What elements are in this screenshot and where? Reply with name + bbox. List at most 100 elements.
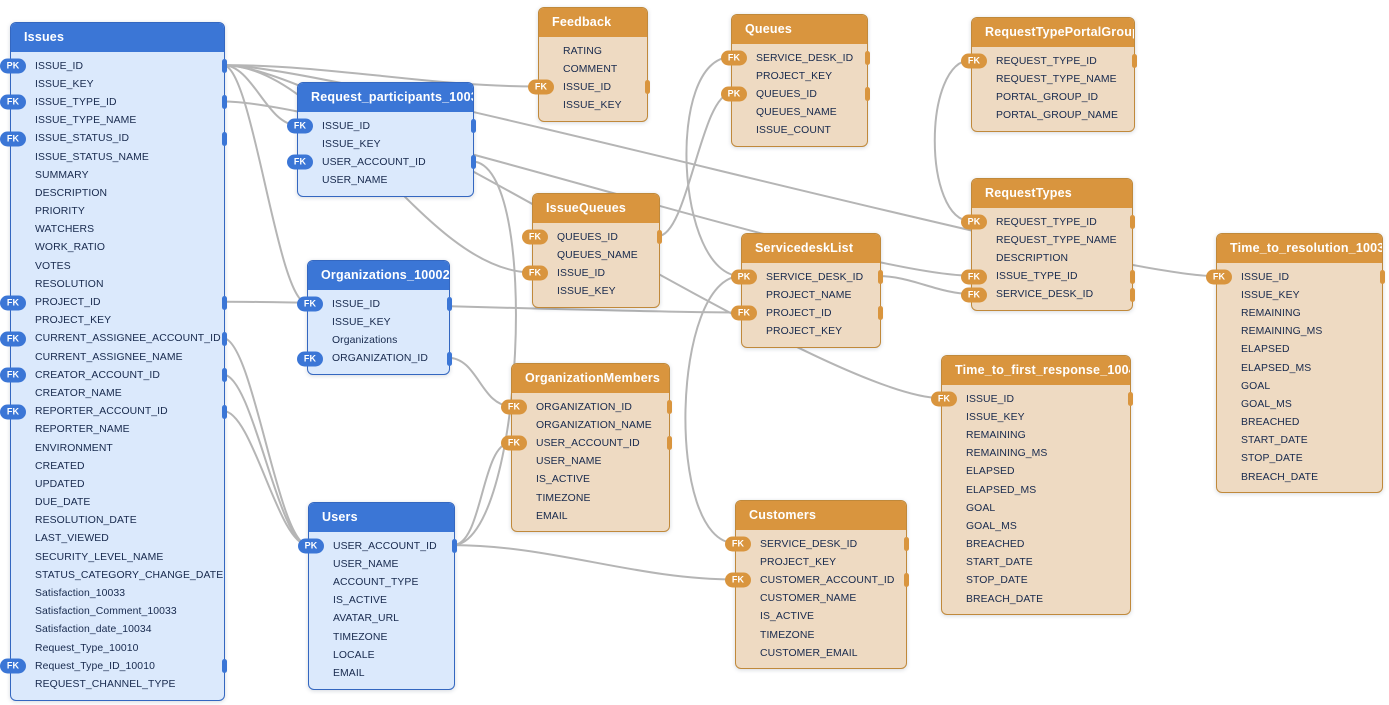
fk-badge: FK: [0, 295, 26, 311]
table-row: ISSUE_STATUS_NAME: [11, 148, 224, 166]
table-title[interactable]: Organizations_10002: [308, 261, 449, 290]
table-row: ISSUE_TYPE_NAME: [11, 112, 224, 130]
table-row: ISSUE_KEY: [308, 313, 449, 331]
table-row: WATCHERS: [11, 221, 224, 239]
table-title[interactable]: Request_participants_10032: [298, 83, 473, 112]
table-row: BREACH_DATE: [1217, 468, 1382, 486]
table-title[interactable]: Feedback: [539, 8, 647, 37]
column-name: ISSUE_KEY: [557, 286, 616, 298]
table-row: WORK_RATIO: [11, 239, 224, 257]
fk-badge: FK: [731, 305, 757, 321]
fk-badge: FK: [961, 53, 987, 69]
column-name: ISSUE_KEY: [322, 138, 381, 150]
table-row: BREACH_DATE: [942, 590, 1130, 608]
column-name: CURRENT_ASSIGNEE_NAME: [35, 351, 183, 363]
table-title[interactable]: Time_to_first_response_10040: [942, 356, 1130, 385]
table-row: CUSTOMER_EMAIL: [736, 644, 906, 662]
column-name: QUEUES_ID: [756, 88, 817, 100]
column-name: QUEUES_ID: [557, 231, 618, 243]
column-name: Satisfaction_10033: [35, 588, 126, 600]
column-name: BREACHED: [966, 539, 1025, 551]
table-row: PRIORITY: [11, 203, 224, 221]
table-row: ISSUE_KEY: [942, 408, 1130, 426]
connection-marker: [1130, 269, 1135, 284]
connection-line: [878, 275, 972, 295]
table-title[interactable]: Queues: [732, 15, 867, 44]
table-row: ELAPSED_MS: [942, 481, 1130, 499]
table-row: ACCOUNT_TYPE: [309, 573, 454, 591]
table-row: RATING: [539, 42, 647, 60]
table-row: QUEUES_NAME: [533, 246, 659, 264]
table-title[interactable]: Time_to_resolution_10039: [1217, 234, 1382, 263]
table-row: BREACHED: [1217, 414, 1382, 432]
fk-badge: FK: [522, 265, 548, 281]
column-name: ELAPSED: [1241, 344, 1290, 356]
table-title[interactable]: RequestTypes: [972, 179, 1132, 208]
table-row: GOAL: [942, 499, 1130, 517]
column-name: RESOLUTION: [35, 278, 104, 290]
column-name: PROJECT_NAME: [766, 289, 852, 301]
table-row: LOCALE: [309, 646, 454, 664]
connection-line: [222, 64, 308, 305]
table-title[interactable]: RequestTypePortalGroups: [972, 18, 1134, 47]
connection-marker: [878, 270, 883, 285]
column-name: QUEUES_NAME: [756, 107, 837, 119]
column-name: QUEUES_NAME: [557, 249, 638, 261]
column-name: ORGANIZATION_ID: [536, 401, 632, 413]
column-name: CUSTOMER_EMAIL: [760, 647, 858, 659]
fk-badge: FK: [0, 658, 26, 674]
column-name: PORTAL_GROUP_ID: [996, 91, 1099, 103]
column-name: SERVICE_DESK_ID: [996, 289, 1094, 301]
table-title[interactable]: Users: [309, 503, 454, 532]
table-title[interactable]: OrganizationMembers: [512, 364, 669, 393]
connection-marker: [667, 436, 672, 451]
column-name: CREATOR_ACCOUNT_ID: [35, 369, 160, 381]
column-name: GOAL: [1241, 380, 1271, 392]
table-title[interactable]: Customers: [736, 501, 906, 530]
connection-marker: [1130, 215, 1135, 230]
column-name: GOAL_MS: [1241, 398, 1292, 410]
connection-marker: [865, 87, 870, 102]
table-title[interactable]: IssueQueues: [533, 194, 659, 223]
fk-badge: FK: [287, 154, 313, 170]
column-name: ENVIRONMENT: [35, 442, 113, 454]
column-name: REMAINING: [966, 429, 1026, 441]
fk-badge: FK: [287, 118, 313, 134]
column-name: TIMEZONE: [333, 631, 388, 643]
fk-badge: FK: [0, 131, 26, 147]
table-row: REPORTER_NAME: [11, 421, 224, 439]
connection-marker: [471, 119, 476, 134]
table-title[interactable]: ServicedeskList: [742, 234, 880, 263]
table-row: PROJECT_NAME: [742, 286, 880, 304]
table-row: Organizations: [308, 331, 449, 349]
column-name: ISSUE_ID: [332, 298, 381, 310]
column-name: ISSUE_KEY: [1241, 289, 1300, 301]
table-title[interactable]: Issues: [11, 23, 224, 52]
table-row: REQUEST_CHANNEL_TYPE: [11, 675, 224, 693]
connection-marker: [222, 59, 227, 74]
connection-marker: [222, 659, 227, 674]
